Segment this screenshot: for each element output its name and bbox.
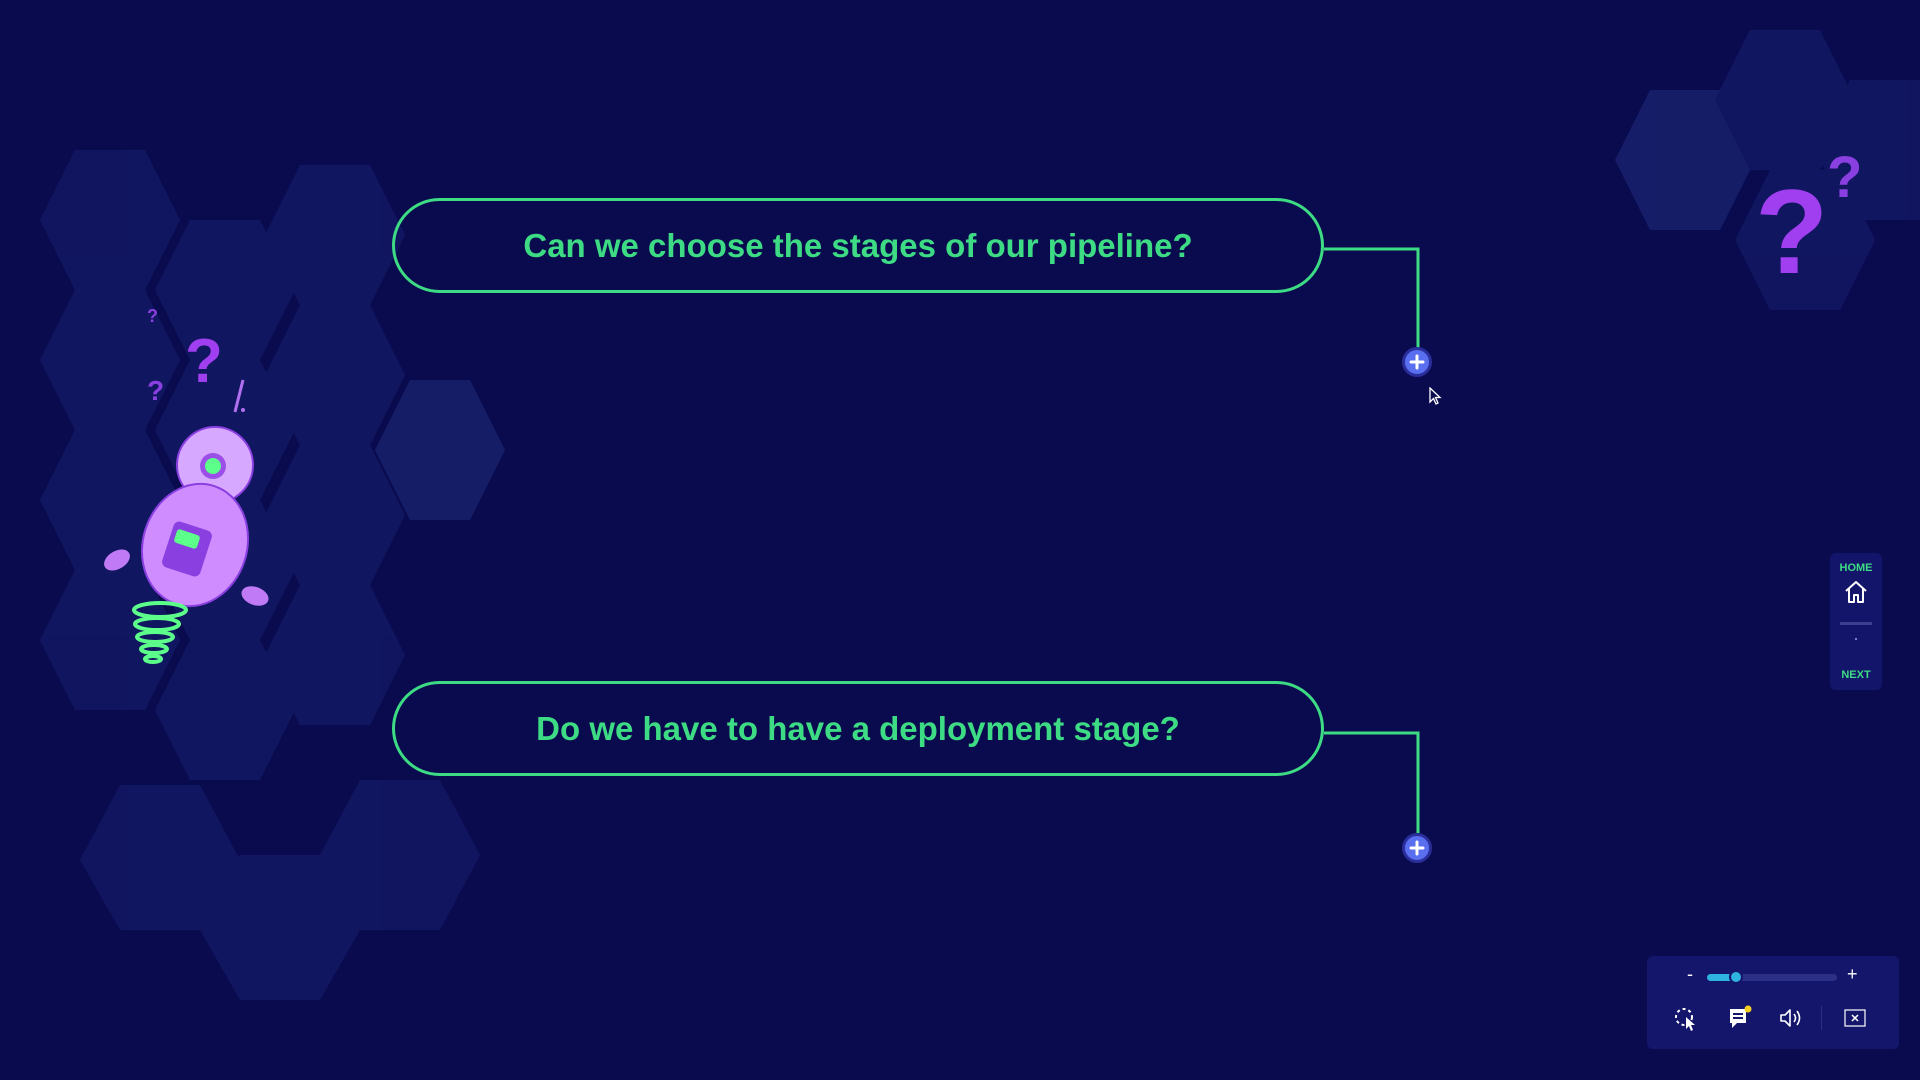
zoom-slider-fill [1707,974,1736,981]
question-box-2: Do we have to have a deployment stage? [392,681,1324,776]
question-text-2: Do we have to have a deployment stage? [536,709,1180,747]
plus-icon [1409,840,1425,856]
expand-button-2[interactable] [1402,833,1432,863]
expand-button-1[interactable] [1402,347,1432,377]
svg-text:?: ? [147,306,158,326]
question-marks-decoration: ? ? [1755,145,1862,285]
robot-illustration: ? ? ? [104,306,269,664]
zoom-slider[interactable] [1707,970,1837,984]
nav-divider [1840,622,1872,625]
question-box-1: Can we choose the stages of our pipeline… [392,198,1324,293]
control-divider [1821,1006,1822,1030]
close-icon[interactable] [1841,1004,1869,1032]
svg-text:?: ? [1755,165,1828,285]
side-navigation: HOME NEXT [1830,553,1882,690]
captions-icon[interactable] [1725,1004,1753,1032]
zoom-out-button[interactable]: - [1687,964,1693,984]
plus-icon [1409,354,1425,370]
home-label: HOME [1839,562,1873,574]
zoom-slider-handle[interactable] [1729,970,1743,984]
pointer-icon[interactable] [1673,1004,1701,1032]
svg-text:?: ? [185,327,223,396]
svg-text:?: ? [1827,145,1862,210]
nav-dot [1855,638,1857,640]
home-icon[interactable] [1844,579,1868,605]
question-text-1: Can we choose the stages of our pipeline… [523,226,1193,264]
zoom-in-button[interactable]: + [1847,964,1858,984]
player-controls: - + [1647,956,1899,1049]
mouse-cursor-icon [1429,387,1442,405]
next-button[interactable]: NEXT [1841,669,1871,681]
volume-icon[interactable] [1777,1004,1805,1032]
svg-text:?: ? [147,375,164,406]
